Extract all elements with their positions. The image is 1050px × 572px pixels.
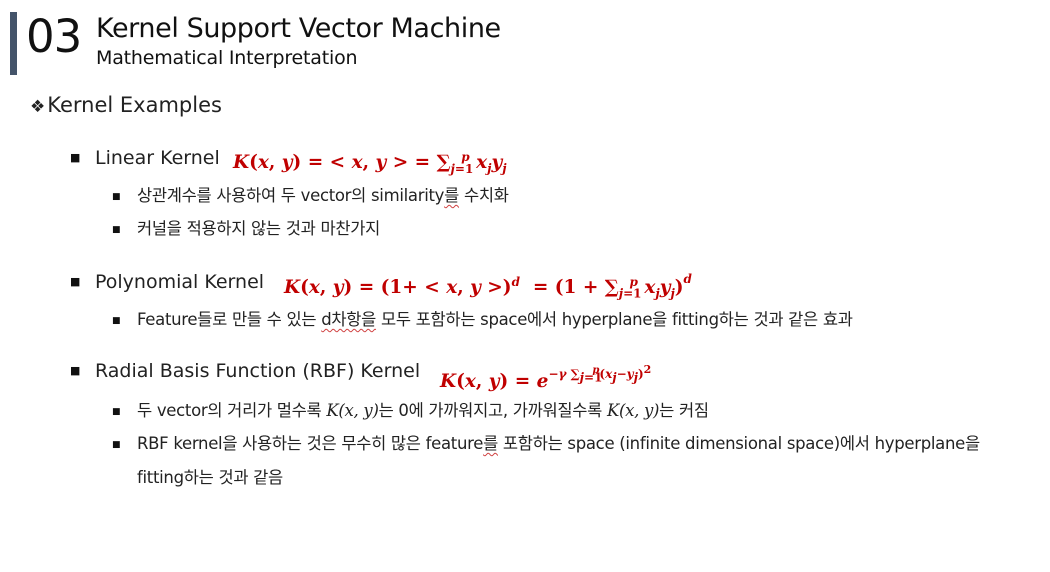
section-number: 03: [26, 10, 82, 63]
square-bullet-icon: ■: [112, 192, 121, 202]
square-bullet-icon: ■: [70, 151, 81, 164]
section-accent-bar: [10, 12, 17, 75]
square-bullet-icon: ■: [112, 225, 121, 235]
square-bullet-icon: ■: [70, 275, 81, 288]
square-bullet-icon: ■: [112, 316, 121, 326]
square-bullet-icon: ■: [112, 440, 121, 450]
slide-title: Kernel Support Vector Machine: [96, 13, 501, 44]
square-bullet-icon: ■: [112, 407, 121, 417]
diamond-bullet-icon: ❖: [30, 97, 46, 117]
section-heading-text: Kernel Examples: [47, 93, 222, 117]
polynomial-kernel-label: Polynomial Kernel: [95, 271, 265, 293]
polynomial-kernel-formula: K(x, y) = (1+ < x, y >)d = (1 + ∑j=1p xj…: [284, 272, 692, 301]
linear-kernel-note-2: 커널을 적용하지 않는 것과 마찬가지: [137, 219, 380, 238]
rbf-kernel-formula: K(x, y) = e−γ ∑j=1p(xj−yj)2: [440, 363, 652, 392]
slide-subtitle: Mathematical Interpretation: [96, 47, 358, 69]
square-bullet-icon: ■: [70, 364, 81, 377]
section-heading: ❖Kernel Examples: [30, 91, 222, 121]
linear-kernel-label: Linear Kernel: [95, 147, 220, 169]
rbf-kernel-label: Radial Basis Function (RBF) Kernel: [95, 360, 421, 382]
rbf-kernel-note-1: 두 vector의 거리가 멀수록 K(x, y)는 0에 가까워지고, 가까워…: [137, 401, 709, 420]
linear-kernel-formula: K(x, y) = < x, y > = ∑j=1p xjyj: [233, 150, 507, 176]
linear-kernel-note-1: 상관계수를 사용하여 두 vector의 similarity를 수치화: [137, 186, 509, 205]
polynomial-kernel-note-1: Feature들로 만들 수 있는 d차항을 모두 포함하는 space에서 h…: [137, 310, 853, 329]
rbf-kernel-note-2-continuation: fitting하는 것과 같음: [137, 468, 283, 487]
rbf-kernel-note-2: RBF kernel을 사용하는 것은 무수히 많은 feature를 포함하는…: [137, 434, 980, 453]
